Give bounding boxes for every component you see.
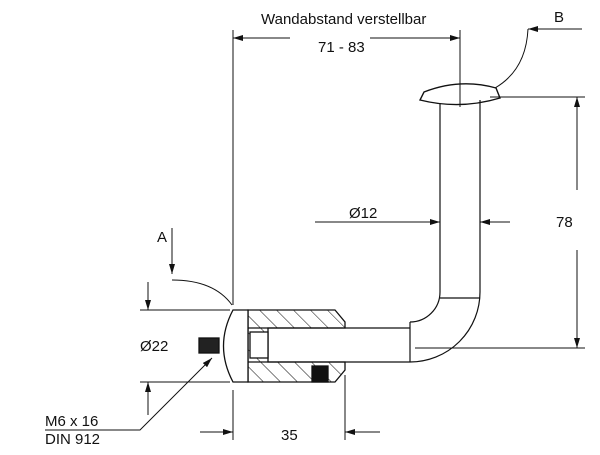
wall-holder [198,309,346,383]
height-dimension [415,96,585,349]
tube-diameter-label: Ø12 [349,205,378,222]
holder-diameter-dimension [140,282,230,415]
height-value: 78 [556,214,573,231]
holder-length-label: 35 [281,427,298,444]
wall-distance-title: Wandabstand verstellbar [261,11,427,28]
screw-standard-label: DIN 912 [45,431,101,448]
wall-distance-value: 71 - 83 [318,39,365,56]
wall-distance-dimension [232,30,461,305]
mounting-screw [198,337,220,354]
view-a-indicator [169,228,233,306]
view-b-label: B [554,9,565,26]
view-b-indicator [494,26,582,89]
holder-length-dimension [200,375,380,440]
view-a-label: A [157,229,168,246]
set-screw [311,365,329,383]
screw-size-label: M6 x 16 [45,413,99,430]
holder-diameter-label: Ø22 [140,338,169,355]
tube-saddle [418,83,501,106]
screw-leader [45,357,213,431]
